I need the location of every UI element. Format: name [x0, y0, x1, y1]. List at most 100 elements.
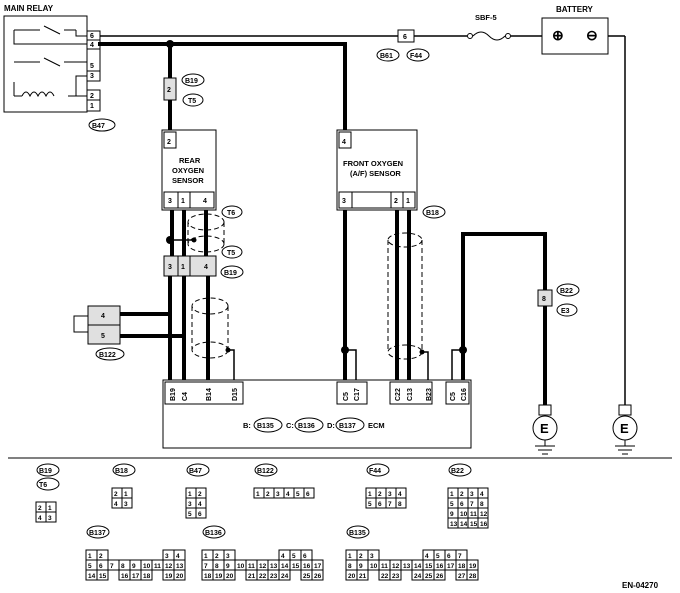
- main-relay-pin-block: [86, 30, 101, 82]
- legend-cell: [140, 569, 153, 581]
- ecm-d-prefix: D:: [327, 421, 335, 430]
- legend-pin: 8: [121, 563, 125, 570]
- legend-pin: 4: [480, 491, 484, 498]
- ecm-pin-label: C22: [395, 388, 402, 401]
- connector-label-t5: T5: [188, 98, 196, 105]
- left-connector-pin-5: 5: [101, 333, 105, 340]
- legend-pin: 15: [470, 521, 478, 528]
- legend-pin: 3: [388, 491, 392, 498]
- legend-pin: 25: [303, 573, 311, 580]
- legend-tag: [254, 463, 278, 477]
- connector-label-b137: B137: [339, 423, 356, 430]
- ecm-title: ECM: [368, 421, 385, 430]
- fuse-label: SBF-5: [475, 13, 497, 22]
- legend-pin: 4: [425, 553, 429, 560]
- legend-tag: [86, 525, 110, 539]
- legend-pin: 6: [303, 553, 307, 560]
- legend-tag: [202, 525, 226, 539]
- rear-sensor-pin-2: 2: [167, 139, 171, 146]
- legend-pin: 3: [276, 491, 280, 498]
- legend-pin: 20: [348, 573, 356, 580]
- legend-pin: 11: [381, 563, 388, 570]
- fuse-icon: [472, 31, 506, 41]
- left-connector-b122: 4 5 B122: [73, 305, 125, 361]
- front-sensor-pin-1: 1: [406, 198, 410, 205]
- left-connector-tab: [73, 315, 89, 333]
- legend-pin: 7: [470, 501, 474, 508]
- shield-front-bottom: [387, 344, 423, 360]
- legend-pin: 3: [188, 501, 192, 508]
- rear-joint-pin-1: 1: [181, 264, 185, 271]
- legend-cell: [223, 569, 236, 581]
- legend-pin: 22: [259, 573, 267, 580]
- connector-label-b18: B18: [426, 210, 439, 217]
- legend-pin: 6: [198, 511, 202, 518]
- fuse-terminal: [505, 33, 511, 39]
- front-sensor-pin-4: 4: [342, 139, 346, 146]
- legend-pin: 1: [204, 553, 208, 560]
- connector-label-b122: B122: [99, 352, 116, 359]
- connector-label-b136: B136: [298, 423, 315, 430]
- legend-pin: 18: [458, 563, 466, 570]
- tag-b18: [422, 205, 446, 219]
- legend-pin: 6: [306, 491, 310, 498]
- legend-tag: [36, 463, 60, 477]
- ecm-pin-group-right: [389, 381, 433, 405]
- relay-contact-1: [14, 25, 76, 35]
- tag-b122: [95, 347, 125, 361]
- wires: [98, 35, 547, 407]
- connector-label-f44: F44: [410, 53, 422, 60]
- rear-joint-bottom: 3 1 4 T6 T5 B19: [163, 205, 244, 279]
- legend-pin: 1: [48, 505, 52, 512]
- ecm-pin-label: C5: [343, 392, 350, 401]
- legend-pin: 15: [292, 563, 300, 570]
- legend-pin: 15: [99, 573, 107, 580]
- ecm-pin-group-left: [164, 381, 244, 405]
- legend-pin: 11: [154, 563, 161, 570]
- legend-pin: 5: [292, 553, 296, 560]
- legend-pin: 2: [215, 553, 219, 560]
- ground-label: E: [540, 421, 549, 436]
- legend-tag: [366, 463, 390, 477]
- legend-pin: 9: [226, 563, 230, 570]
- legend-tag-label: B47: [189, 468, 202, 475]
- ecm-c-prefix: C:: [286, 421, 294, 430]
- legend-pin: 13: [270, 563, 278, 570]
- legend-pin: 14: [414, 563, 422, 570]
- legend-pin: 14: [88, 573, 96, 580]
- relay-connector-label: B47: [92, 123, 105, 130]
- shield-front-top: [387, 232, 423, 248]
- legend-pin: 27: [458, 573, 466, 580]
- battery-title: BATTERY: [556, 5, 594, 14]
- shield-node: [419, 349, 425, 355]
- legend-pin: 8: [398, 501, 402, 508]
- legend-tag-label: B18: [115, 468, 128, 475]
- legend-pin: 2: [99, 553, 103, 560]
- legend-pin: 5: [436, 553, 440, 560]
- legend-cell: [466, 569, 479, 581]
- rear-joint-pin-4: 4: [204, 264, 208, 271]
- ecm-pin-group-mid: [336, 381, 368, 405]
- legend-pin: 12: [480, 511, 488, 518]
- legend-tag: [346, 525, 370, 539]
- legend-pin: 3: [470, 491, 474, 498]
- legend-cell: [173, 569, 186, 581]
- ecm-pin-label: B14: [206, 388, 213, 401]
- rear-sensor-pin-1: 1: [181, 198, 185, 205]
- rear-sensor-bottom-pins: [163, 191, 215, 209]
- legend-pin: 1: [188, 491, 192, 498]
- battery-plus: ⊕: [552, 27, 564, 43]
- legend-pin: 5: [450, 501, 454, 508]
- legend-pin: 16: [436, 563, 444, 570]
- legend-pin: 4: [398, 491, 402, 498]
- wire-to-ecm-b23: [422, 351, 429, 380]
- front-sensor-title: (A/F) SENSOR: [350, 169, 401, 178]
- legend-pin: 4: [38, 515, 42, 522]
- legend-pin: 5: [88, 563, 92, 570]
